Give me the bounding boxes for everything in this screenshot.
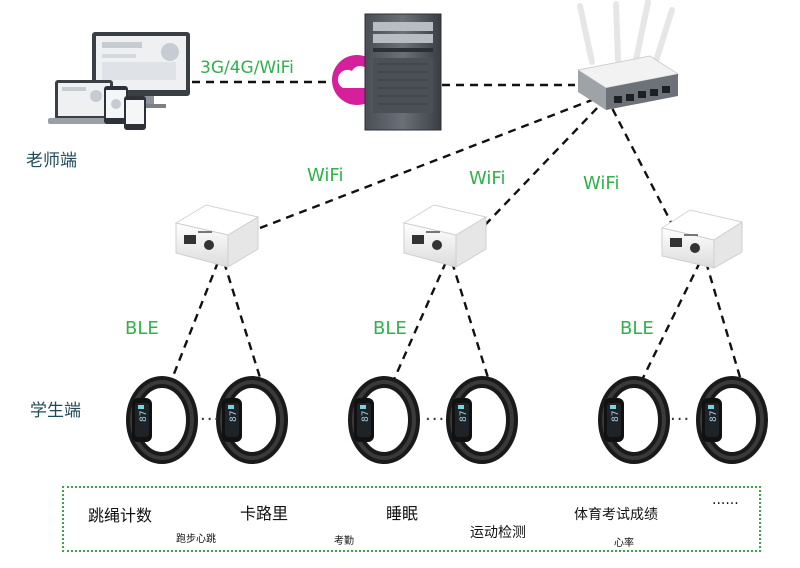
feature-pe-exam-score: 体育考试成绩	[574, 507, 658, 523]
network-link-label: 3G/4G/WiFi	[200, 58, 294, 78]
devices-icon	[48, 32, 190, 130]
svg-text:87: 87	[709, 411, 719, 422]
ble-gateway-icon	[402, 204, 488, 268]
ble-link	[450, 261, 492, 385]
ble-label: BLE	[373, 318, 407, 339]
svg-text:87: 87	[139, 411, 149, 422]
feature-panel: 跳绳计数 跑步心跳 卡路里 考勤 睡眠 运动检测 体育考试成绩 心率 .....…	[62, 486, 761, 552]
server-icon	[364, 13, 442, 131]
feature-jump-rope-count: 跳绳计数	[88, 506, 153, 525]
feature-running-heartbeat: 跑步心跳	[176, 534, 216, 545]
smart-band-icon: 87	[348, 376, 420, 464]
smart-bands: 87 87 87 87 87 87	[126, 376, 768, 464]
student-side-label: 学生端	[30, 401, 81, 421]
more-bands-ellipsis: ...	[670, 404, 691, 425]
ble-link	[168, 261, 220, 385]
svg-text:87: 87	[361, 411, 371, 422]
feature-heart-rate: 心率	[614, 538, 634, 549]
feature-motion-detection: 运动检测	[470, 525, 526, 541]
svg-text:87: 87	[229, 411, 239, 422]
feature-attendance: 考勤	[334, 536, 354, 547]
router-icon	[576, 0, 680, 110]
more-bands-ellipsis: ...	[200, 404, 221, 425]
smart-band-icon: 87	[216, 376, 288, 464]
ble-link	[638, 261, 702, 385]
smart-band-icon: 87	[446, 376, 518, 464]
router-gateway3-link	[610, 107, 676, 229]
svg-text:87: 87	[611, 411, 621, 422]
ble-link	[704, 261, 744, 385]
wifi-label: WiFi	[469, 168, 506, 189]
connections	[168, 80, 744, 385]
ble-label: BLE	[125, 318, 159, 339]
ble-link	[222, 261, 264, 385]
feature-sleep: 睡眠	[386, 504, 419, 523]
smart-band-icon: 87	[696, 376, 768, 464]
svg-text:87: 87	[459, 411, 469, 422]
ble-gateway-icon	[660, 209, 744, 269]
ble-gateway-icon	[174, 204, 260, 268]
router-gateway2-link	[484, 104, 601, 226]
teacher-side-label: 老师端	[26, 151, 77, 171]
wifi-label: WiFi	[307, 165, 344, 186]
smart-band-icon: 87	[598, 376, 670, 464]
smart-band-icon: 87	[126, 376, 198, 464]
feature-calories: 卡路里	[240, 504, 289, 523]
more-bands-ellipsis: ...	[425, 404, 446, 425]
router-gateway1-link	[259, 98, 593, 230]
feature-more-ellipsis: ......	[712, 492, 739, 508]
ble-label: BLE	[620, 318, 654, 339]
wifi-label: WiFi	[583, 173, 620, 194]
